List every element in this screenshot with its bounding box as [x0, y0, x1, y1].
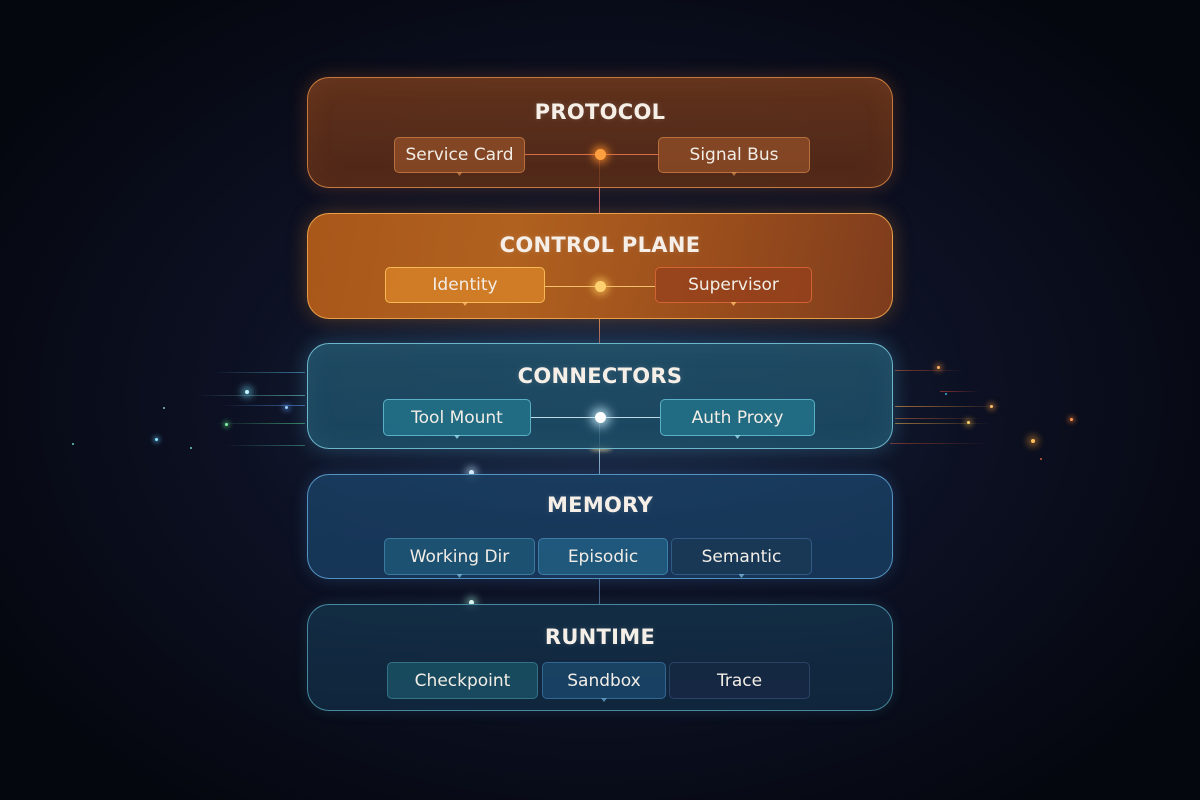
component-label: Semantic — [701, 546, 782, 567]
component-semantic[interactable]: Semantic — [671, 538, 812, 578]
component-label: Service Card — [405, 145, 514, 165]
component-signal-bus[interactable]: Signal Bus — [658, 137, 810, 176]
component-sandbox[interactable]: Sandbox — [542, 662, 666, 702]
component-label: Sandbox — [567, 670, 641, 691]
component-label: Checkpoint — [414, 670, 511, 691]
component-service-card[interactable]: Service Card — [394, 137, 525, 176]
layer-title: PROTOCOL — [534, 100, 666, 124]
edge-glow — [469, 600, 474, 605]
junction-node — [595, 281, 606, 292]
layer-control-plane[interactable]: CONTROL PLANE Identity Supervisor — [307, 213, 893, 319]
component-episodic[interactable]: Episodic — [538, 538, 668, 575]
layer-title: CONTROL PLANE — [499, 233, 701, 257]
component-label: Tool Mount — [411, 407, 503, 428]
connector-tick — [734, 435, 741, 439]
connector-tick — [730, 302, 737, 306]
connector-tick — [454, 435, 460, 439]
component-working-dir[interactable]: Working Dir — [384, 538, 535, 578]
component-label: Episodic — [567, 546, 639, 567]
component-label: Auth Proxy — [691, 407, 784, 428]
connector-tick — [456, 574, 463, 578]
connector-tick — [731, 172, 737, 176]
layer-title: RUNTIME — [544, 625, 656, 649]
component-label: Supervisor — [688, 275, 779, 295]
layer-title: MEMORY — [546, 493, 654, 517]
connector-tick — [738, 574, 745, 578]
connector-tick — [462, 302, 468, 306]
component-label: Signal Bus — [689, 145, 779, 165]
component-tool-mount[interactable]: Tool Mount — [383, 399, 531, 439]
component-checkpoint[interactable]: Checkpoint — [387, 662, 538, 699]
layer-memory[interactable]: MEMORY Working Dir Episodic Semantic — [307, 474, 893, 579]
connector-tick — [601, 698, 607, 702]
component-supervisor[interactable]: Supervisor — [655, 267, 812, 306]
link-line — [525, 154, 658, 155]
spine-memory-to-runtime — [599, 579, 600, 605]
component-label: Identity — [432, 275, 498, 295]
component-label: Working Dir — [409, 546, 510, 567]
layer-title: CONNECTORS — [517, 364, 683, 388]
edge-glow — [469, 470, 474, 475]
layer-protocol[interactable]: PROTOCOL Service Card Signal Bus — [307, 77, 893, 188]
component-trace[interactable]: Trace — [669, 662, 810, 699]
connector-tick — [456, 172, 463, 176]
component-identity[interactable]: Identity — [385, 267, 545, 306]
component-auth-proxy[interactable]: Auth Proxy — [660, 399, 815, 439]
layer-runtime[interactable]: RUNTIME Checkpoint Sandbox Trace — [307, 604, 893, 711]
junction-node — [595, 149, 606, 160]
component-label: Trace — [716, 670, 763, 691]
layer-connectors[interactable]: CONNECTORS Tool Mount Auth Proxy — [307, 343, 893, 449]
junction-node — [595, 412, 606, 423]
